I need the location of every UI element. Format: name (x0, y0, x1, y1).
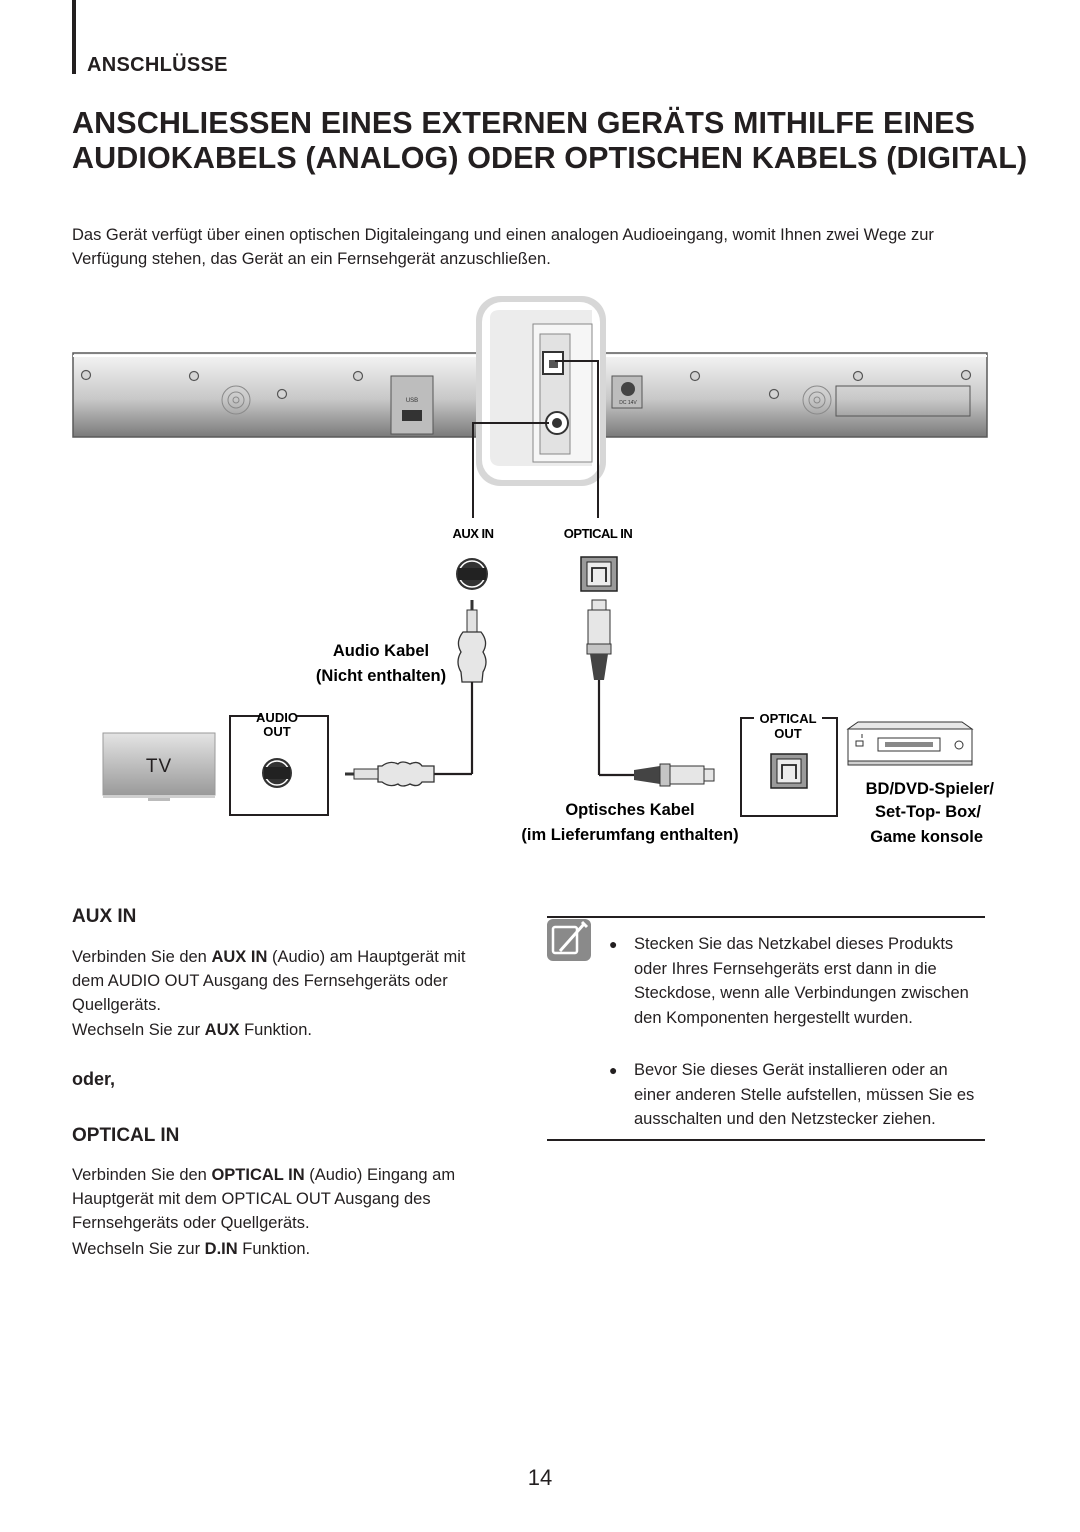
device-label-line3: Game konsole (870, 828, 983, 846)
aux-in-port-label: AUX IN (452, 526, 493, 541)
optical-in-paragraph: Verbinden Sie den OPTICAL IN (Audio) Ein… (72, 1166, 456, 1232)
svg-text:USB: USB (406, 398, 418, 404)
optical-in-heading: OPTICAL IN (72, 1125, 180, 1146)
note-bottom-rule (547, 1139, 985, 1141)
audio-cable-icon (345, 600, 487, 787)
bd-dvd-player-illustration (846, 721, 974, 766)
audio-cable-caption-line1: Audio Kabel (333, 642, 429, 660)
page-number: 14 (527, 1465, 553, 1490)
oder-label: oder, (72, 1069, 116, 1089)
tv-label: TV (146, 756, 172, 777)
audio-out-port-box: AUDIO OUT (229, 710, 329, 816)
note-item: ● Stecken Sie das Netzkabel dieses Produ… (609, 932, 979, 1030)
section-marker-bar (72, 0, 76, 74)
optical-cable-caption-line1: Optisches Kabel (565, 801, 694, 819)
optical-out-port-box: OPTICAL OUT (740, 711, 838, 817)
note-list: ● Stecken Sie das Netzkabel dieses Produ… (609, 932, 989, 1137)
device-label-line2: Set-Top- Box/ (875, 803, 981, 821)
connection-diagram: USB DC 14V AUX IN OPTICAL IN (72, 296, 995, 846)
note-top-rule (547, 916, 985, 918)
aux-in-paragraph: Verbinden Sie den AUX IN (Audio) am Haup… (72, 948, 466, 1014)
svg-text:DC 14V: DC 14V (619, 400, 637, 406)
dinput-function-paragraph: Wechseln Sie zur D.IN Funktion. (72, 1240, 311, 1258)
note-pencil-icon (547, 919, 591, 961)
tv-illustration: TV (102, 732, 216, 801)
audio-cable-caption-line2: (Nicht enthalten) (316, 667, 446, 685)
optical-out-label-line2: OUT (774, 726, 802, 741)
note-item: ● Bevor Sie dieses Gerät installieren od… (609, 1058, 979, 1132)
audio-out-label-line2: OUT (263, 724, 291, 739)
connector-zoom-callout (472, 296, 606, 518)
aux-in-jack-icon (456, 558, 488, 590)
section-label: ANSCHLÜSSE (87, 54, 228, 76)
optical-out-jack-icon (770, 753, 808, 789)
page-title: ANSCHLIESSEN EINES EXTERNEN GERÄTS MITHI… (72, 106, 1028, 175)
optical-out-label-line1: OPTICAL (759, 711, 816, 726)
optical-in-jack-icon (580, 556, 618, 592)
bullet-icon: ● (609, 1062, 618, 1078)
optical-cable-caption-line2: (im Lieferumfang enthalten) (521, 826, 738, 844)
aux-in-heading: AUX IN (72, 906, 137, 927)
device-label-line1: BD/DVD-Spieler/ (866, 780, 995, 798)
bullet-icon: ● (609, 936, 618, 952)
optical-in-port-label: OPTICAL IN (564, 526, 633, 541)
aux-function-paragraph: Wechseln Sie zur AUX Funktion. (72, 1021, 312, 1039)
dc-power-port-icon (621, 382, 635, 396)
audio-out-jack-icon (262, 758, 292, 788)
usb-port-icon (402, 410, 422, 421)
optical-cable-icon (586, 599, 715, 787)
intro-paragraph: Das Gerät verfügt über einen optischen D… (72, 226, 934, 268)
audio-out-label-line1: AUDIO (256, 710, 298, 725)
